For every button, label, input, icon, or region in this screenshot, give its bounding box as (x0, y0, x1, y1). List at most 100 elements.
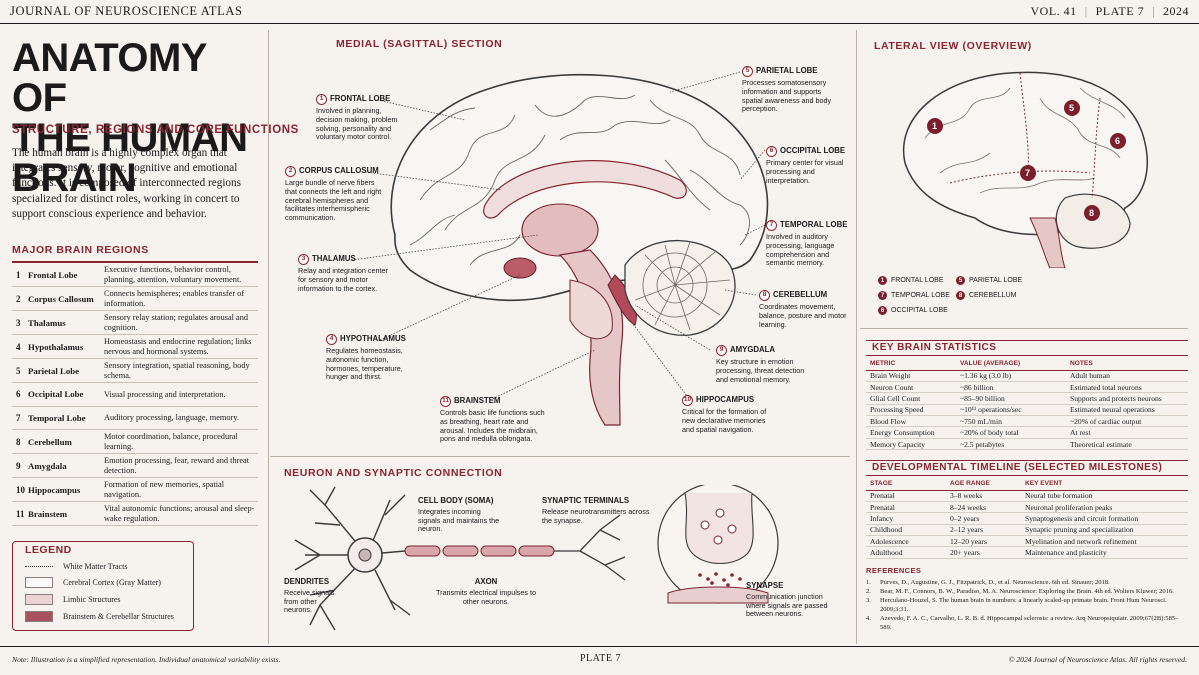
divider (860, 328, 1188, 329)
lateral-legend-label: CEREBELLUM (969, 292, 1017, 299)
callout-soma: CELL BODY (SOMA) Integrates incoming sig… (418, 496, 500, 534)
lateral-brainstem (1029, 217, 1066, 268)
cortex-swatch (25, 577, 53, 588)
marker-dot: 6 (878, 306, 887, 315)
lobe-boundaries (949, 72, 1101, 199)
region-name: Cerebellum (28, 429, 104, 454)
region-description: Formation of new memories, spatial navig… (104, 477, 258, 502)
cerebellum-folia (634, 241, 731, 331)
neuron-illustration (294, 485, 779, 631)
footer-note: Note: Illustration is a simplified repre… (12, 655, 281, 664)
region-number: 10 (12, 477, 28, 502)
region-name: Temporal Lobe (28, 406, 104, 430)
reference-text: Herculano-Houzel, S. The human brain in … (880, 597, 1167, 613)
legend-item-brainstem: Brainstem & Cerebellar Structures (25, 611, 174, 622)
callout-text: Receive signals from other neurons. (284, 587, 335, 615)
region-number: 2 (12, 286, 28, 311)
timeline-title: DEVELOPMENTAL TIMELINE (SELECTED MILESTO… (866, 460, 1188, 476)
region-number: 3 (12, 310, 28, 335)
callout-number-badge: 1 (316, 94, 327, 105)
stats-cell: ~86 billion (956, 381, 1066, 394)
callout-title: SYNAPTIC TERMINALS (542, 496, 630, 505)
marker-dot: 1 (878, 276, 887, 285)
region-name: Amygdala (28, 453, 104, 478)
stats-cell: At rest (1066, 426, 1188, 439)
stats-cell: ~20% of cardiac output (1066, 415, 1188, 428)
callout-text: Primary center for visual processing and… (766, 158, 844, 185)
footer-plate: PLATE 7 (580, 653, 621, 664)
timeline-cell: 12–20 years (946, 535, 1021, 548)
stats-cell: Memory Capacity (866, 438, 956, 451)
postsynaptic-membrane (667, 586, 769, 604)
stats-cell: ~10¹¹ operations/sec (956, 404, 1066, 417)
region-name: Occipital Lobe (28, 382, 104, 407)
neuron-section (270, 456, 850, 650)
stats-cell: Supports and protects neurons (1066, 392, 1188, 405)
region-number: 1 (12, 262, 28, 287)
stats-cell: Blood Flow (866, 415, 956, 428)
callout-number-badge: 5 (742, 66, 753, 77)
separator: | (1084, 4, 1088, 18)
page-title: ANATOMY OF THE HUMAN BRAIN (12, 38, 270, 198)
callout-number-badge: 3 (298, 254, 309, 265)
lateral-legend-label: OCCIPITAL LOBE (891, 307, 948, 314)
callout-title: BRAINSTEM (454, 396, 501, 406)
region-name: Frontal Lobe (28, 262, 104, 287)
region-description: Homeostasis and endocrine regulation; li… (104, 334, 258, 359)
callout-text: Large bundle of nerve fibers that connec… (285, 178, 382, 223)
timeline-cell: Childhood (866, 524, 946, 537)
legend-label: Brainstem & Cerebellar Structures (63, 612, 174, 621)
timeline-cell: Synaptic pruning and specialization (1021, 524, 1188, 537)
reference-text: Bear, M. F., Connors, B. W., Paradiso, M… (880, 588, 1174, 595)
timeline-header: STAGE (866, 478, 946, 491)
callout-number-badge: 7 (766, 220, 777, 231)
stats-cell: Brain Weight (866, 370, 956, 382)
timeline-cell: 8–24 weeks (946, 501, 1021, 514)
legend-item-white-matter: White Matter Tracts (25, 562, 127, 571)
callout-number-badge: 10 (682, 395, 693, 406)
presynaptic-terminal (684, 492, 754, 564)
callout-title: CORPUS CALLOSUM (299, 166, 379, 176)
legend-title: LEGEND (25, 544, 72, 556)
callout-title: HYPOTHALAMUS (340, 334, 406, 344)
svg-text:8: 8 (1089, 208, 1094, 218)
lateral-gyri (924, 87, 1126, 194)
callout-text: Involved in planning, decision making, p… (316, 106, 398, 142)
callout-title: CELL BODY (SOMA) (418, 496, 494, 505)
journal-name: JOURNAL OF NEUROSCIENCE ATLAS (10, 4, 243, 18)
callout-title: AXON (474, 577, 498, 586)
stats-row: Blood Flow~750 mL/min~20% of cardiac out… (866, 415, 1188, 428)
region-number: 8 (12, 429, 28, 454)
timeline-cell: Prenatal (866, 501, 946, 514)
callout-text: Coordinates movement, balance, posture a… (759, 302, 847, 329)
region-number: 9 (12, 453, 28, 478)
callout-text: Controls basic life functions such as br… (440, 408, 545, 444)
intro-paragraph: The human brain is a highly complex orga… (12, 147, 241, 220)
svg-text:5: 5 (1069, 103, 1074, 113)
separator: | (1152, 4, 1155, 18)
axon-terminals-shape (554, 514, 626, 581)
callout-dendrites: DENDRITES Receive signals from other neu… (284, 577, 344, 615)
year-label: 2024 (1163, 4, 1189, 18)
neuron-section-heading: NEURON AND SYNAPTIC CONNECTION (284, 467, 503, 479)
callout-title: SYNAPSE (746, 581, 784, 590)
stats-cell: ~20% of body total (956, 426, 1066, 439)
reference-number: 1. (866, 579, 871, 586)
pons-shape (569, 279, 613, 340)
region-name: Thalamus (28, 310, 104, 335)
